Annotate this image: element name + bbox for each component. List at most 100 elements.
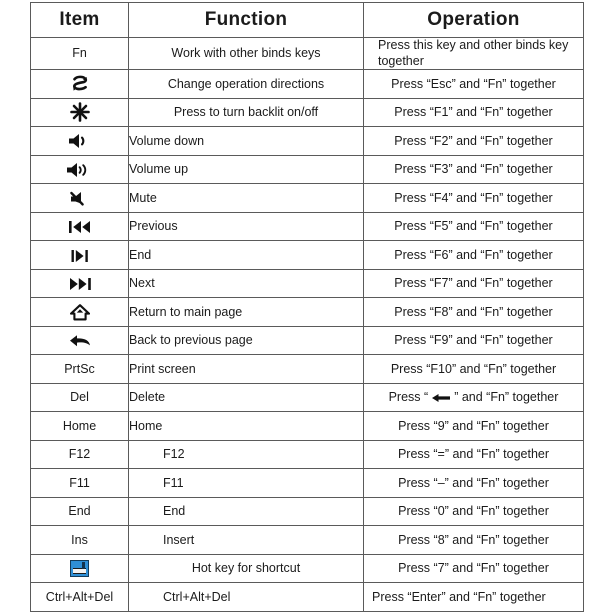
- item-cell: [30, 240, 129, 270]
- table-row: F12 F12 Press “=” and “Fn” together: [30, 439, 584, 470]
- operation-cell: Press “F9” and “Fn” together: [363, 325, 584, 356]
- item-cell: F11: [30, 468, 129, 498]
- function-cell: F12: [128, 439, 364, 470]
- table-row: Previous Press “F5” and “Fn” together: [30, 211, 584, 242]
- function-cell: Home: [128, 411, 364, 441]
- function-cell: Ctrl+Alt+Del: [128, 582, 364, 612]
- item-cell: End: [30, 496, 129, 527]
- operation-cell: Press “9” and “Fn” together: [363, 411, 584, 441]
- operation-cell: Press “F5” and “Fn” together: [363, 211, 584, 242]
- operation-cell: Press “=” and “Fn” together: [363, 439, 584, 470]
- item-cell: [30, 154, 129, 185]
- function-cell: Press to turn backlit on/off: [128, 97, 364, 128]
- previous-track-icon: [67, 220, 93, 234]
- function-cell: F11: [128, 468, 364, 498]
- table-row: Next Press “F7” and “Fn” together: [30, 268, 584, 299]
- left-arrow-icon: [428, 390, 454, 404]
- operation-cell: Press “F8” and “Fn” together: [363, 297, 584, 327]
- function-cell: Next: [128, 268, 364, 299]
- table-row: Back to previous page Press “F9” and “Fn…: [30, 325, 584, 356]
- table-row: Ins Insert Press “8” and “Fn” together: [30, 525, 584, 555]
- operation-cell: Press this key and other binds key toget…: [363, 36, 584, 71]
- function-cell: Return to main page: [128, 297, 364, 327]
- item-cell: [30, 69, 129, 99]
- item-cell: Fn: [30, 36, 129, 71]
- operation-cell: Press “F6” and “Fn” together: [363, 240, 584, 270]
- operation-cell: Press “Esc” and “Fn” together: [363, 69, 584, 99]
- operation-suffix: ” and “Fn” together: [454, 390, 559, 404]
- function-cell: Work with other binds keys: [128, 36, 364, 71]
- table-row: Mute Press “F4” and “Fn” together: [30, 183, 584, 213]
- rotate-direction-icon: [69, 75, 91, 93]
- column-header-item: Item: [30, 2, 129, 38]
- function-cell: Delete: [128, 382, 364, 413]
- home-house-icon: [69, 303, 90, 321]
- table-row: Home Home Press “9” and “Fn” together: [30, 411, 584, 441]
- table-row: Return to main page Press “F8” and “Fn” …: [30, 297, 584, 327]
- operation-cell: Press “–” and “Fn” together: [363, 468, 584, 498]
- table-row: F11 F11 Press “–” and “Fn” together: [30, 468, 584, 498]
- table-row: Ctrl+Alt+Del Ctrl+Alt+Del Press “Enter” …: [30, 582, 584, 612]
- item-cell: [30, 97, 129, 128]
- function-cell: Previous: [128, 211, 364, 242]
- operation-cell: Press “F1” and “Fn” together: [363, 97, 584, 128]
- backlit-asterisk-icon: [69, 102, 90, 122]
- table-row: End End Press “0” and “Fn” together: [30, 496, 584, 527]
- item-cell: [30, 553, 129, 584]
- fn-key-shortcut-table: Item Function Operation Fn Work with oth…: [30, 2, 584, 612]
- table-row: Volume down Press “F2” and “Fn” together: [30, 126, 584, 156]
- operation-cell: Press “F3” and “Fn” together: [363, 154, 584, 185]
- function-cell: Volume up: [128, 154, 364, 185]
- item-cell: Del: [30, 382, 129, 413]
- item-cell: Ins: [30, 525, 129, 555]
- operation-prefix: Press “: [388, 390, 429, 404]
- function-cell: Print screen: [128, 354, 364, 384]
- keyboard-shortcut-sheet: Item Function Operation Fn Work with oth…: [30, 2, 584, 612]
- column-header-operation: Operation: [363, 2, 584, 38]
- operation-cell: Press “ ” and “Fn” together: [363, 382, 584, 413]
- function-cell: Insert: [128, 525, 364, 555]
- shortcut-window-icon: [70, 560, 89, 577]
- item-cell: PrtSc: [30, 354, 129, 384]
- function-cell: Hot key for shortcut: [128, 553, 364, 584]
- operation-cell: Press “F7” and “Fn” together: [363, 268, 584, 299]
- function-cell: End: [128, 496, 364, 527]
- operation-cell: Press “Enter” and “Fn” together: [363, 582, 584, 612]
- table-row: Press to turn backlit on/off Press “F1” …: [30, 97, 584, 128]
- volume-up-icon: [66, 162, 94, 178]
- table-row: PrtSc Print screen Press “F10” and “Fn” …: [30, 354, 584, 384]
- mute-icon: [68, 190, 92, 207]
- item-cell: Ctrl+Alt+Del: [30, 582, 129, 612]
- item-cell: Home: [30, 411, 129, 441]
- function-cell: Change operation directions: [128, 69, 364, 99]
- table-row: Hot key for shortcut Press “7” and “Fn” …: [30, 553, 584, 584]
- operation-cell: Press “7” and “Fn” together: [363, 553, 584, 584]
- function-cell: Volume down: [128, 126, 364, 156]
- operation-cell: Press “0” and “Fn” together: [363, 496, 584, 527]
- next-track-icon: [67, 277, 93, 291]
- item-cell: [30, 211, 129, 242]
- item-cell: [30, 268, 129, 299]
- function-cell: End: [128, 240, 364, 270]
- operation-cell: Press “F2” and “Fn” together: [363, 126, 584, 156]
- play-pause-icon: [70, 249, 90, 263]
- back-arrow-icon: [68, 333, 92, 349]
- item-cell: [30, 126, 129, 156]
- table-row: Volume up Press “F3” and “Fn” together: [30, 154, 584, 185]
- item-cell: F12: [30, 439, 129, 470]
- table-row: Del Delete Press “ ” and “Fn” together: [30, 382, 584, 413]
- column-header-function: Function: [128, 2, 364, 38]
- operation-cell: Press “8” and “Fn” together: [363, 525, 584, 555]
- table-row: Fn Work with other binds keys Press this…: [30, 36, 584, 71]
- function-cell: Back to previous page: [128, 325, 364, 356]
- table-row: End Press “F6” and “Fn” together: [30, 240, 584, 270]
- item-cell: [30, 297, 129, 327]
- operation-cell: Press “F10” and “Fn” together: [363, 354, 584, 384]
- function-cell: Mute: [128, 183, 364, 213]
- item-cell: [30, 325, 129, 356]
- volume-down-icon: [67, 133, 93, 149]
- table-header-row: Item Function Operation: [30, 2, 584, 38]
- item-cell: [30, 183, 129, 213]
- operation-cell: Press “F4” and “Fn” together: [363, 183, 584, 213]
- table-row: Change operation directions Press “Esc” …: [30, 69, 584, 99]
